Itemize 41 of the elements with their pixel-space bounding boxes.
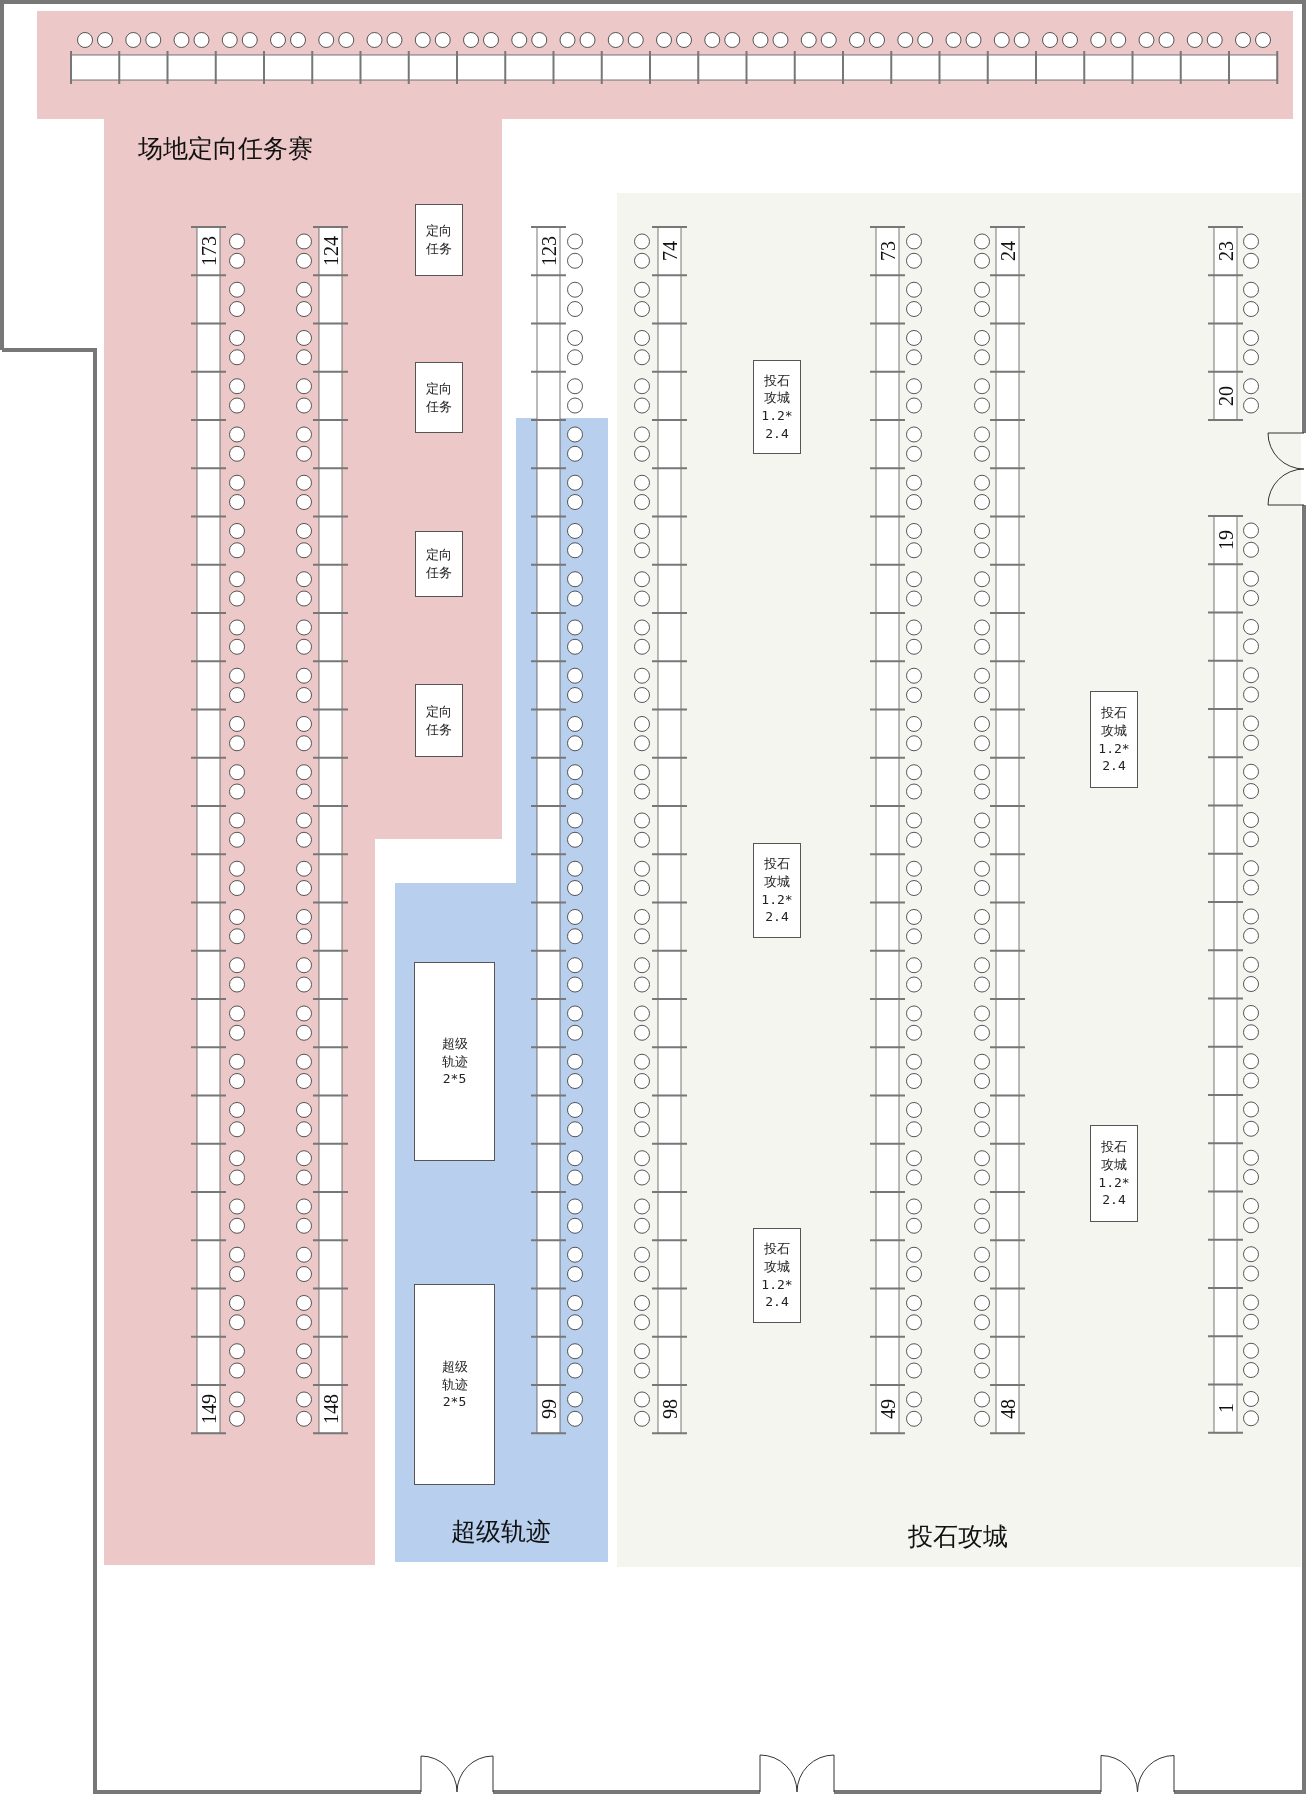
station-box xyxy=(414,1284,495,1485)
table-number: 173 xyxy=(198,236,219,266)
station-label: 定向任务 xyxy=(425,379,453,416)
station-box xyxy=(414,962,495,1161)
station-label: 投石攻城1.2*2.4 xyxy=(760,371,794,443)
table-number: 48 xyxy=(997,1399,1018,1419)
table-number: 20 xyxy=(1215,386,1236,406)
zone-title: 超级轨迹 xyxy=(451,1516,551,1548)
station-box xyxy=(1090,1125,1138,1222)
station-label: 超级轨迹2*5 xyxy=(440,1035,469,1088)
station-label: 投石攻城1.2*2.4 xyxy=(760,855,794,926)
station-label: 投石攻城1.2*2.4 xyxy=(1097,1138,1131,1209)
station-label: 定向任务 xyxy=(425,546,453,582)
station-label: 投石攻城1.2*2.4 xyxy=(760,1240,794,1311)
table-number: 124 xyxy=(320,236,341,266)
table-number: 99 xyxy=(538,1399,559,1419)
station-box xyxy=(415,204,463,276)
station-box xyxy=(753,843,801,938)
station-box xyxy=(415,684,463,757)
zone-title: 投石攻城 xyxy=(908,1521,1008,1553)
table-number: 149 xyxy=(198,1394,219,1424)
table-number: 23 xyxy=(1215,241,1236,261)
zone-title: 场地定向任务赛 xyxy=(138,133,313,165)
table-number: 74 xyxy=(659,241,680,261)
table-number: 73 xyxy=(877,241,898,261)
station-label: 定向任务 xyxy=(425,702,453,739)
table-number: 123 xyxy=(538,236,559,266)
station-label: 超级轨迹2*5 xyxy=(440,1358,469,1411)
table-number: 49 xyxy=(877,1399,898,1419)
table-number: 1 xyxy=(1215,1403,1236,1413)
station-box xyxy=(753,360,801,454)
table-number: 98 xyxy=(659,1399,680,1419)
table-number: 24 xyxy=(997,241,1018,261)
station-box xyxy=(753,1228,801,1323)
station-box xyxy=(1090,691,1138,788)
station-box xyxy=(415,362,463,433)
table-number: 148 xyxy=(320,1394,341,1424)
table-number: 19 xyxy=(1215,530,1236,550)
station-box xyxy=(415,531,463,597)
station-label: 定向任务 xyxy=(425,222,453,258)
station-label: 投石攻城1.2*2.4 xyxy=(1097,704,1131,775)
